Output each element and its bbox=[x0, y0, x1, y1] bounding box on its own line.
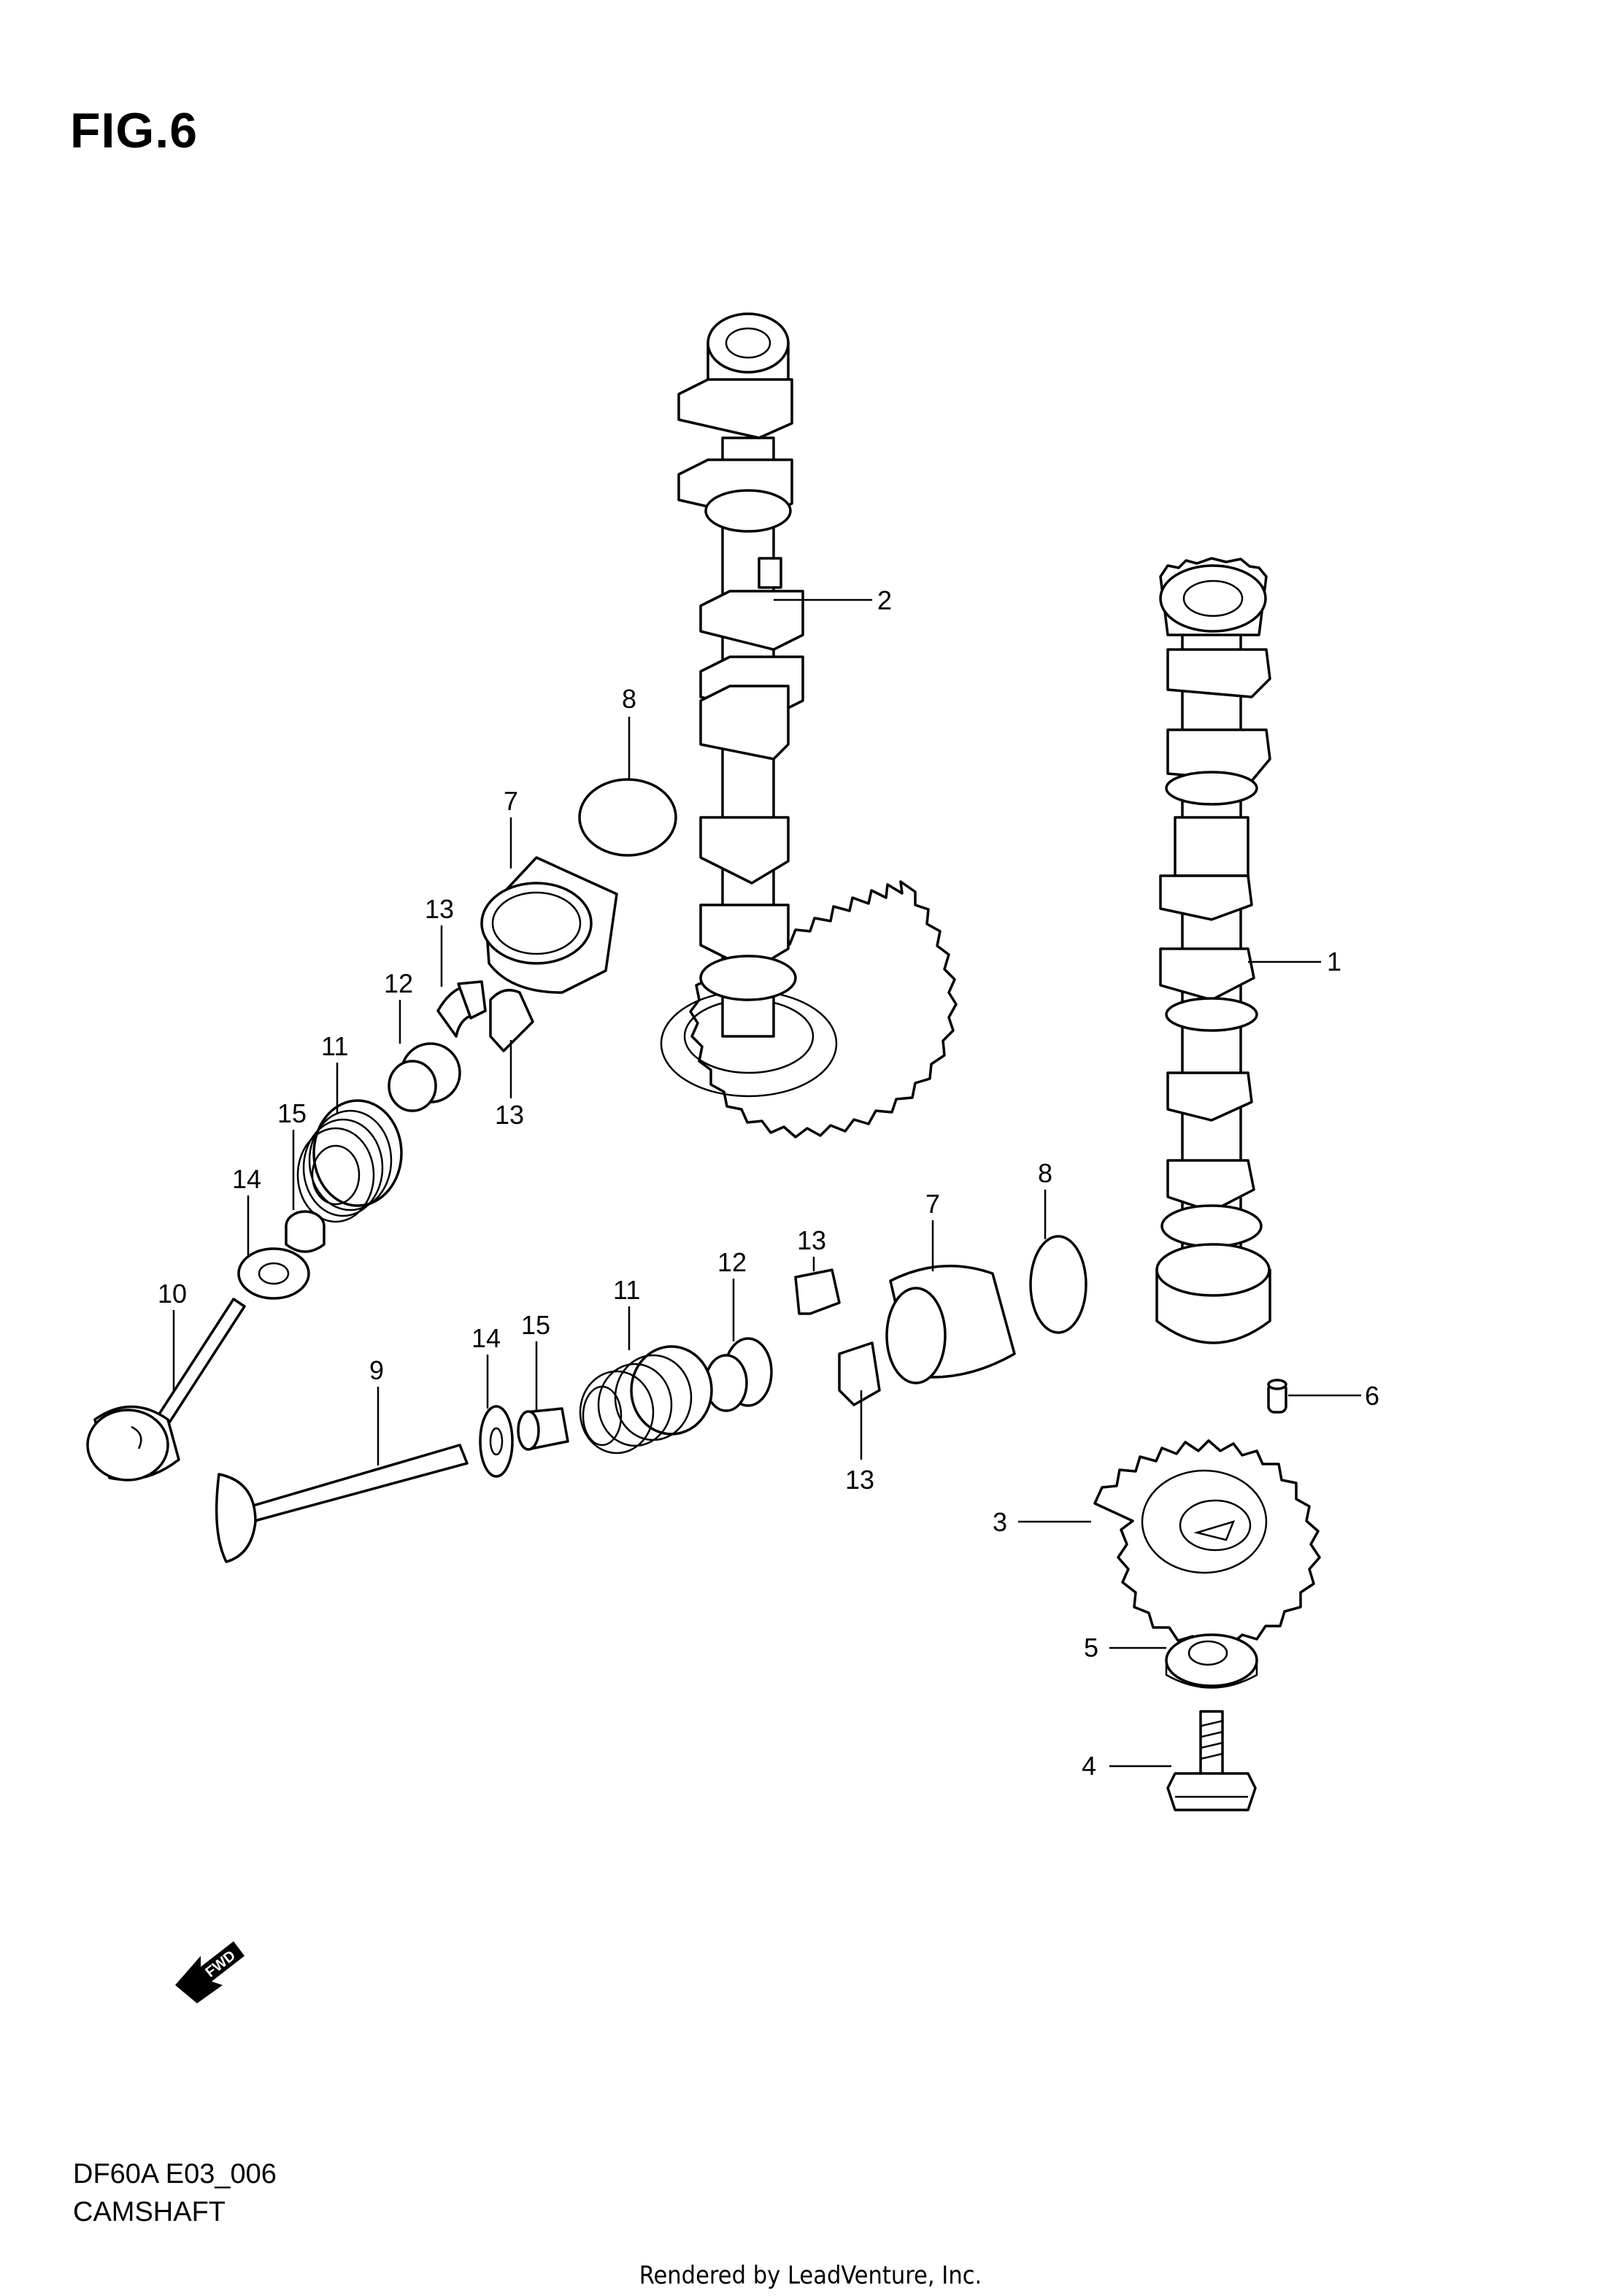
callout-10[interactable]: 10 bbox=[158, 1279, 187, 1309]
callout-labels: 2 1 3 4 5 6 7 7 8 8 9 10 11 11 12 12 13 … bbox=[158, 585, 1379, 1781]
valve-9[interactable] bbox=[215, 1444, 469, 1563]
figure-name: CAMSHAFT bbox=[73, 2197, 226, 2227]
callout-11-upper[interactable]: 11 bbox=[321, 1031, 348, 1061]
seal-15-lower[interactable] bbox=[517, 1407, 569, 1451]
callout-2[interactable]: 2 bbox=[877, 585, 892, 615]
shim-8-upper[interactable] bbox=[578, 778, 677, 857]
tappet-7-lower[interactable] bbox=[885, 1264, 1016, 1384]
footer-credit: Rendered by LeadVenture, Inc. bbox=[639, 2261, 982, 2290]
bolt-4[interactable] bbox=[1166, 1710, 1257, 1811]
cotter-13-upper-a[interactable] bbox=[436, 980, 487, 1038]
callout-15-lower[interactable]: 15 bbox=[521, 1310, 550, 1340]
callout-8-lower[interactable]: 8 bbox=[1038, 1158, 1052, 1188]
callout-7-upper[interactable]: 7 bbox=[504, 786, 518, 816]
callout-13-upper-a[interactable]: 13 bbox=[425, 894, 454, 924]
retainer-12-lower[interactable] bbox=[704, 1337, 773, 1412]
callout-11-lower[interactable]: 11 bbox=[613, 1275, 640, 1305]
spring-11-lower[interactable] bbox=[579, 1345, 713, 1455]
callout-1[interactable]: 1 bbox=[1327, 947, 1341, 976]
callout-3[interactable]: 3 bbox=[993, 1507, 1007, 1537]
cotter-13-upper-b[interactable] bbox=[489, 988, 534, 1052]
shim-8-lower[interactable] bbox=[1029, 1235, 1087, 1334]
figure-code: DF60A E03_006 bbox=[73, 2159, 277, 2189]
callout-8-upper[interactable]: 8 bbox=[622, 684, 636, 714]
callout-14-upper[interactable]: 14 bbox=[232, 1164, 261, 1194]
tappet-7-upper[interactable] bbox=[480, 856, 618, 994]
camshaft-1[interactable] bbox=[1155, 557, 1271, 1344]
callout-13-upper-b[interactable]: 13 bbox=[495, 1100, 524, 1130]
retainer-12-upper[interactable] bbox=[388, 1042, 461, 1112]
figure-title: FIG.6 bbox=[70, 103, 199, 158]
callout-9[interactable]: 9 bbox=[369, 1355, 384, 1385]
valve-10[interactable] bbox=[86, 1298, 246, 1482]
seal-15-upper[interactable] bbox=[285, 1210, 326, 1253]
callout-6[interactable]: 6 bbox=[1365, 1381, 1379, 1411]
cotter-13-lower-b[interactable] bbox=[838, 1341, 881, 1406]
leader-lines bbox=[172, 598, 1361, 1768]
washer-14-upper[interactable] bbox=[237, 1247, 310, 1300]
camshaft-2[interactable] bbox=[660, 312, 958, 1139]
callout-13-lower-b[interactable]: 13 bbox=[845, 1465, 874, 1495]
cotter-13-lower-a[interactable] bbox=[794, 1268, 841, 1315]
spring-11-upper[interactable] bbox=[296, 1099, 403, 1223]
pin-6[interactable] bbox=[1267, 1379, 1287, 1414]
washer-14-lower[interactable] bbox=[479, 1405, 514, 1478]
callout-12-upper[interactable]: 12 bbox=[384, 968, 413, 998]
callout-15-upper[interactable]: 15 bbox=[277, 1098, 307, 1128]
washer-5[interactable] bbox=[1165, 1633, 1258, 1689]
callout-5[interactable]: 5 bbox=[1084, 1633, 1098, 1663]
sprocket-3[interactable] bbox=[1093, 1439, 1321, 1648]
callout-7-lower[interactable]: 7 bbox=[925, 1189, 940, 1219]
callout-14-lower[interactable]: 14 bbox=[471, 1323, 501, 1353]
callout-4[interactable]: 4 bbox=[1082, 1751, 1096, 1781]
callout-12-lower[interactable]: 12 bbox=[717, 1247, 747, 1277]
fwd-arrow-icon: FWD bbox=[175, 1941, 245, 2003]
callout-13-lower-a[interactable]: 13 bbox=[797, 1225, 826, 1255]
